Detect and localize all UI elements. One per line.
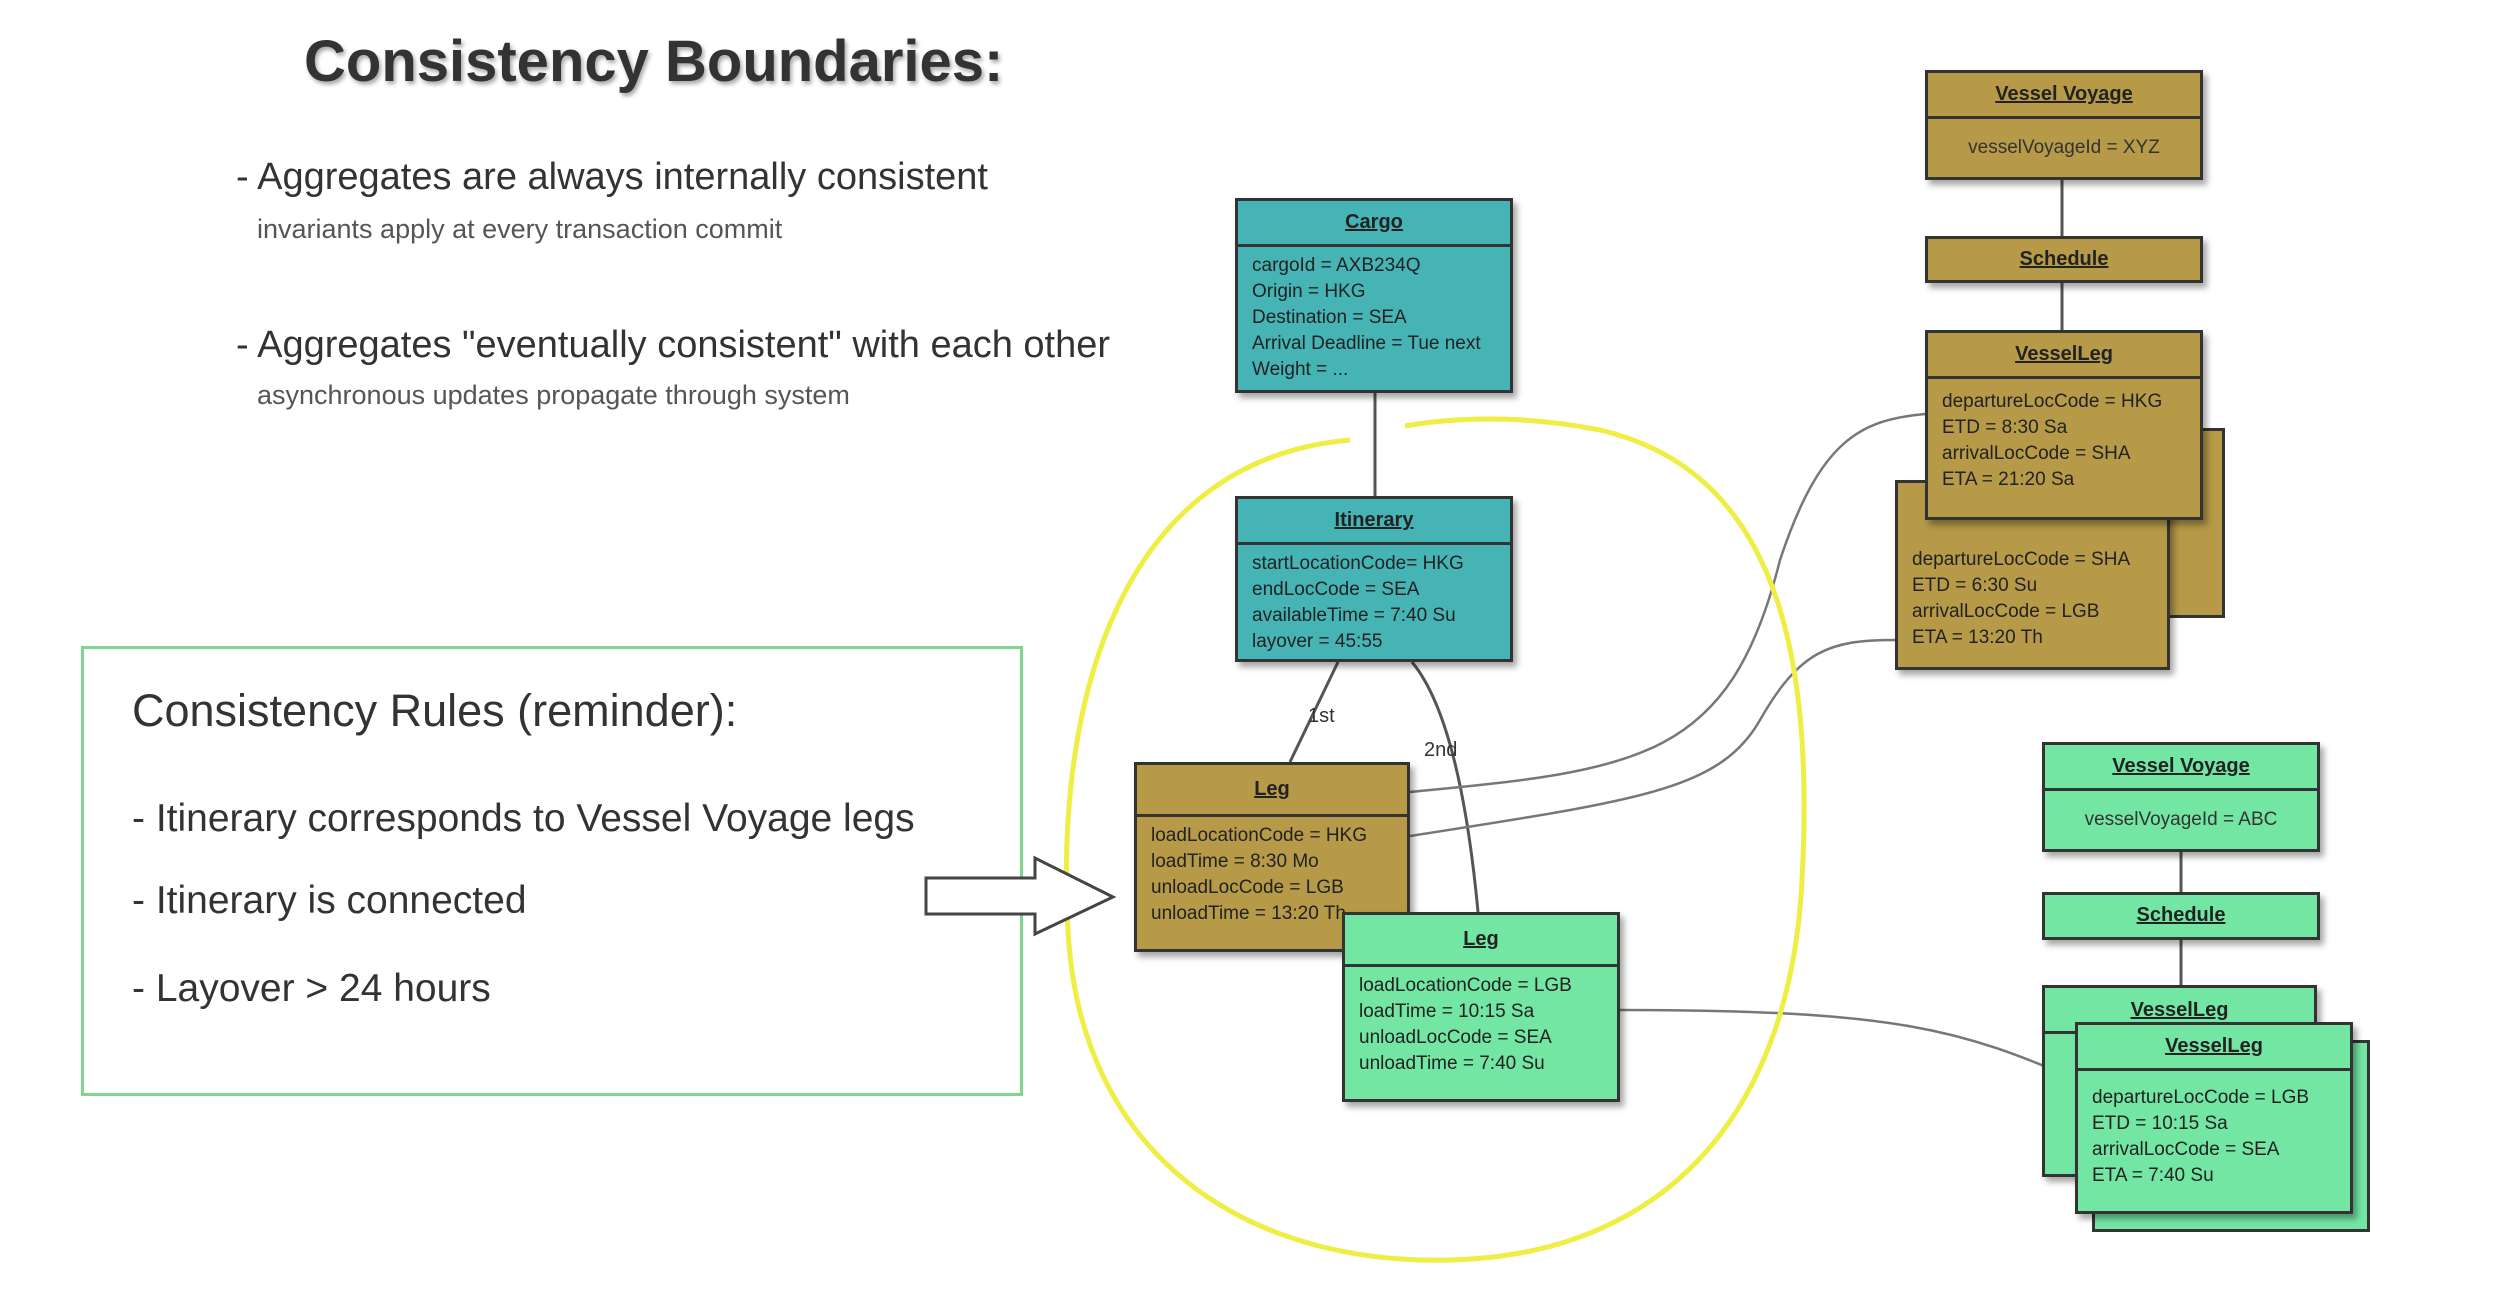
- vesselleg-xyz-1-box: VesselLeg departureLocCode = HKG ETD = 8…: [1925, 330, 2203, 520]
- cargo-attr: Arrival Deadline = Tue next: [1252, 333, 1481, 354]
- vessel-voyage-xyz-name: Vessel Voyage: [1928, 73, 2200, 119]
- consistency-rules-heading: Consistency Rules (reminder):: [132, 685, 738, 736]
- leg-1-attr: unloadLocCode = LGB: [1151, 877, 1344, 898]
- vesselleg-xyz-1-name: VesselLeg: [1928, 333, 2200, 379]
- itinerary-box: Itinerary startLocationCode= HKG endLocC…: [1235, 496, 1513, 662]
- leg-1-attr: unloadTime = 13:20 Th: [1151, 903, 1346, 924]
- leg1-vesselleg1-link: [1409, 412, 1926, 794]
- itinerary-leg2-link: [1410, 661, 1480, 913]
- leg-1-attr: loadLocationCode = HKG: [1151, 825, 1368, 846]
- itinerary-attr: availableTime = 7:40 Su: [1252, 605, 1456, 626]
- vesselleg-xyz-2-attr: ETD = 6:30 Su: [1912, 575, 2038, 596]
- vesselleg-xyz-1-attr: ETD = 8:30 Sa: [1942, 417, 2068, 438]
- vesselleg-abc-front-attr: ETD = 10:15 Sa: [2092, 1113, 2228, 1134]
- vesselleg-abc-front-attributes: departureLocCode = LGB ETD = 10:15 Sa ar…: [2078, 1071, 2350, 1195]
- vessel-voyage-xyz-id: vesselVoyageId = XYZ: [1968, 137, 2160, 158]
- vesselleg-xyz-1-attributes: departureLocCode = HKG ETD = 8:30 Sa arr…: [1928, 379, 2200, 499]
- bullet-eventual-consistency: - Aggregates "eventually consistent" wit…: [236, 324, 1111, 366]
- leg-2-attr: unloadTime = 7:40 Su: [1359, 1053, 1545, 1074]
- leg-order-second-label: 2nd: [1424, 739, 1457, 761]
- itinerary-attr: endLocCode = SEA: [1252, 579, 1420, 600]
- vessel-voyage-abc-box: Vessel Voyage vesselVoyageId = ABC: [2042, 742, 2320, 852]
- consistency-rules-box: Consistency Rules (reminder): - Itinerar…: [81, 646, 1023, 1096]
- vesselleg-xyz-1-attr: arrivalLocCode = SHA: [1942, 443, 2131, 464]
- leg-order-first-label: 1st: [1308, 705, 1335, 727]
- schedule-abc-box: Schedule: [2042, 892, 2320, 940]
- itinerary-attributes: startLocationCode= HKG endLocCode = SEA …: [1238, 545, 1510, 661]
- leg2-abc-vesselleg-link: [1619, 1008, 2079, 1082]
- vesselleg-abc-front-attr: departureLocCode = LGB: [2092, 1087, 2310, 1108]
- vesselleg-abc-front-attr: arrivalLocCode = SEA: [2092, 1139, 2280, 1160]
- leg1-vesselleg2-link: [1409, 638, 1896, 838]
- schedule-xyz-name: Schedule: [2019, 248, 2109, 270]
- leg-2-attributes: loadLocationCode = LGB loadTime = 10:15 …: [1345, 967, 1617, 1083]
- bullet-internal-consistency-sub: invariants apply at every transaction co…: [257, 214, 783, 244]
- vessel-voyage-xyz-box: Vessel Voyage vesselVoyageId = XYZ: [1925, 70, 2203, 180]
- schedule-xyz-box: Schedule: [1925, 236, 2203, 283]
- cargo-attr: Destination = SEA: [1252, 307, 1407, 328]
- leg-1-name: Leg: [1137, 765, 1407, 817]
- cargo-name: Cargo: [1238, 201, 1510, 247]
- itinerary-attr: startLocationCode= HKG: [1252, 553, 1464, 574]
- leg-2-box: Leg loadLocationCode = LGB loadTime = 10…: [1342, 912, 1620, 1102]
- cargo-box: Cargo cargoId = AXB234Q Origin = HKG Des…: [1235, 198, 1513, 393]
- vesselleg-abc-front-attr: ETA = 7:40 Su: [2092, 1165, 2214, 1186]
- leg-1-attr: loadTime = 8:30 Mo: [1151, 851, 1319, 872]
- vesselleg-xyz-2-attributes: departureLocCode = SHA ETD = 6:30 Su arr…: [1898, 483, 2167, 657]
- itinerary-name: Itinerary: [1238, 499, 1510, 545]
- bullet-internal-consistency: - Aggregates are always internally consi…: [236, 156, 988, 198]
- schedule-abc-name: Schedule: [2136, 904, 2226, 926]
- cargo-attr: Origin = HKG: [1252, 281, 1366, 302]
- vesselleg-xyz-2-attr: arrivalLocCode = LGB: [1912, 601, 2100, 622]
- cargo-attributes: cargoId = AXB234Q Origin = HKG Destinati…: [1238, 247, 1510, 389]
- cargo-attr: Weight = ...: [1252, 359, 1349, 380]
- rule-layover: - Layover > 24 hours: [132, 967, 491, 1010]
- leg-2-name: Leg: [1345, 915, 1617, 967]
- leg-2-attr: loadLocationCode = LGB: [1359, 975, 1572, 996]
- vesselleg-xyz-2-attr: departureLocCode = SHA: [1912, 549, 2131, 570]
- rule-itinerary-corresponds: - Itinerary corresponds to Vessel Voyage…: [132, 797, 915, 840]
- leg-2-attr: loadTime = 10:15 Sa: [1359, 1001, 1535, 1022]
- leg-1-attributes: loadLocationCode = HKG loadTime = 8:30 M…: [1137, 817, 1407, 933]
- cargo-attr: cargoId = AXB234Q: [1252, 255, 1421, 276]
- leg-2-attr: unloadLocCode = SEA: [1359, 1027, 1552, 1048]
- vesselleg-xyz-2-attr: ETA = 13:20 Th: [1912, 627, 2043, 648]
- slide-title: Consistency Boundaries:: [304, 29, 1004, 94]
- itinerary-attr: layover = 45:55: [1252, 631, 1383, 652]
- aggregate-boundary-outline: [1063, 416, 1807, 1263]
- vessel-voyage-abc-id: vesselVoyageId = ABC: [2084, 809, 2278, 830]
- itinerary-leg1-link: [1288, 661, 1340, 763]
- vesselleg-abc-front-box: VesselLeg departureLocCode = LGB ETD = 1…: [2075, 1022, 2353, 1214]
- vesselleg-abc-front-name: VesselLeg: [2078, 1025, 2350, 1071]
- vesselleg-xyz-1-attr: departureLocCode = HKG: [1942, 391, 2163, 412]
- rule-itinerary-connected: - Itinerary is connected: [132, 879, 527, 922]
- bullet-eventual-consistency-sub: asynchronous updates propagate through s…: [257, 380, 850, 410]
- vesselleg-xyz-1-attr: ETA = 21:20 Sa: [1942, 469, 2075, 490]
- pointer-arrow-icon: [924, 855, 1117, 937]
- vessel-voyage-abc-name: Vessel Voyage: [2045, 745, 2317, 791]
